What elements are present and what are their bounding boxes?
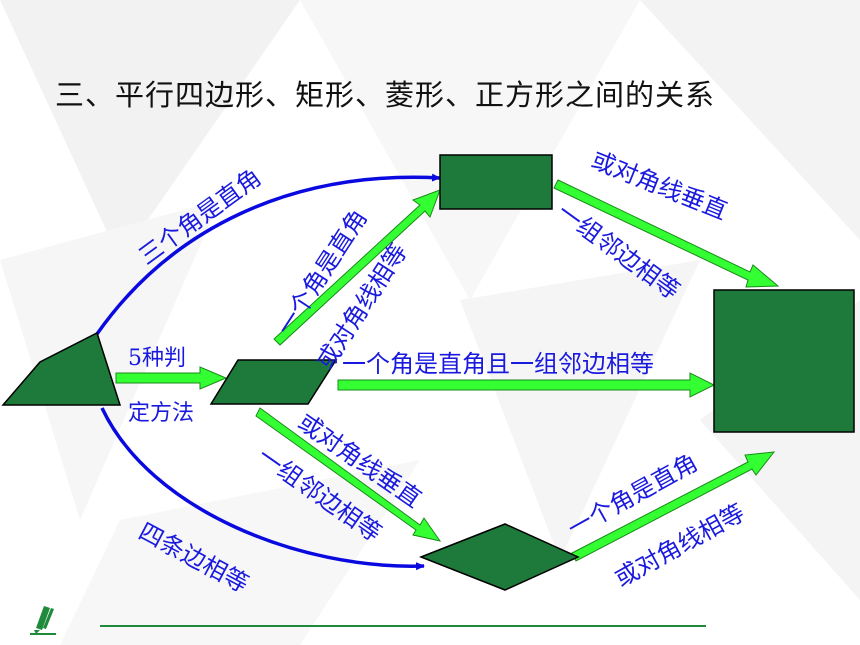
arrow-parallelogram-to-rectangle-green (273, 189, 441, 346)
square-shape (713, 289, 855, 433)
arrow-rectangle-to-square (553, 179, 780, 288)
arrow-parallelogram-to-rhombus (100, 407, 425, 571)
rhombus-shape (418, 523, 580, 591)
parallelogram-shape (209, 359, 338, 405)
arrow-parallelogram-to-square (337, 372, 716, 398)
arrow-parallelogram-to-rectangle (95, 173, 441, 336)
label-five-methods-bottom: 定方法 (128, 401, 195, 426)
arrow-parallelogram-to-rhombus-green (255, 407, 442, 542)
label-five-methods-top: 5种判 (128, 346, 186, 371)
arrow-quad-to-parallelogram (115, 366, 228, 390)
rectangle-shape (439, 154, 553, 210)
quadrilateral-shape (1, 331, 122, 406)
page-title: 三、平行四边形、矩形、菱形、正方形之间的关系 (55, 78, 716, 112)
arrow-rhombus-to-square (571, 451, 776, 562)
pencil-icon (30, 606, 56, 635)
label-right-and-adjacent: 一个角是直角且一组邻边相等 (342, 350, 654, 378)
